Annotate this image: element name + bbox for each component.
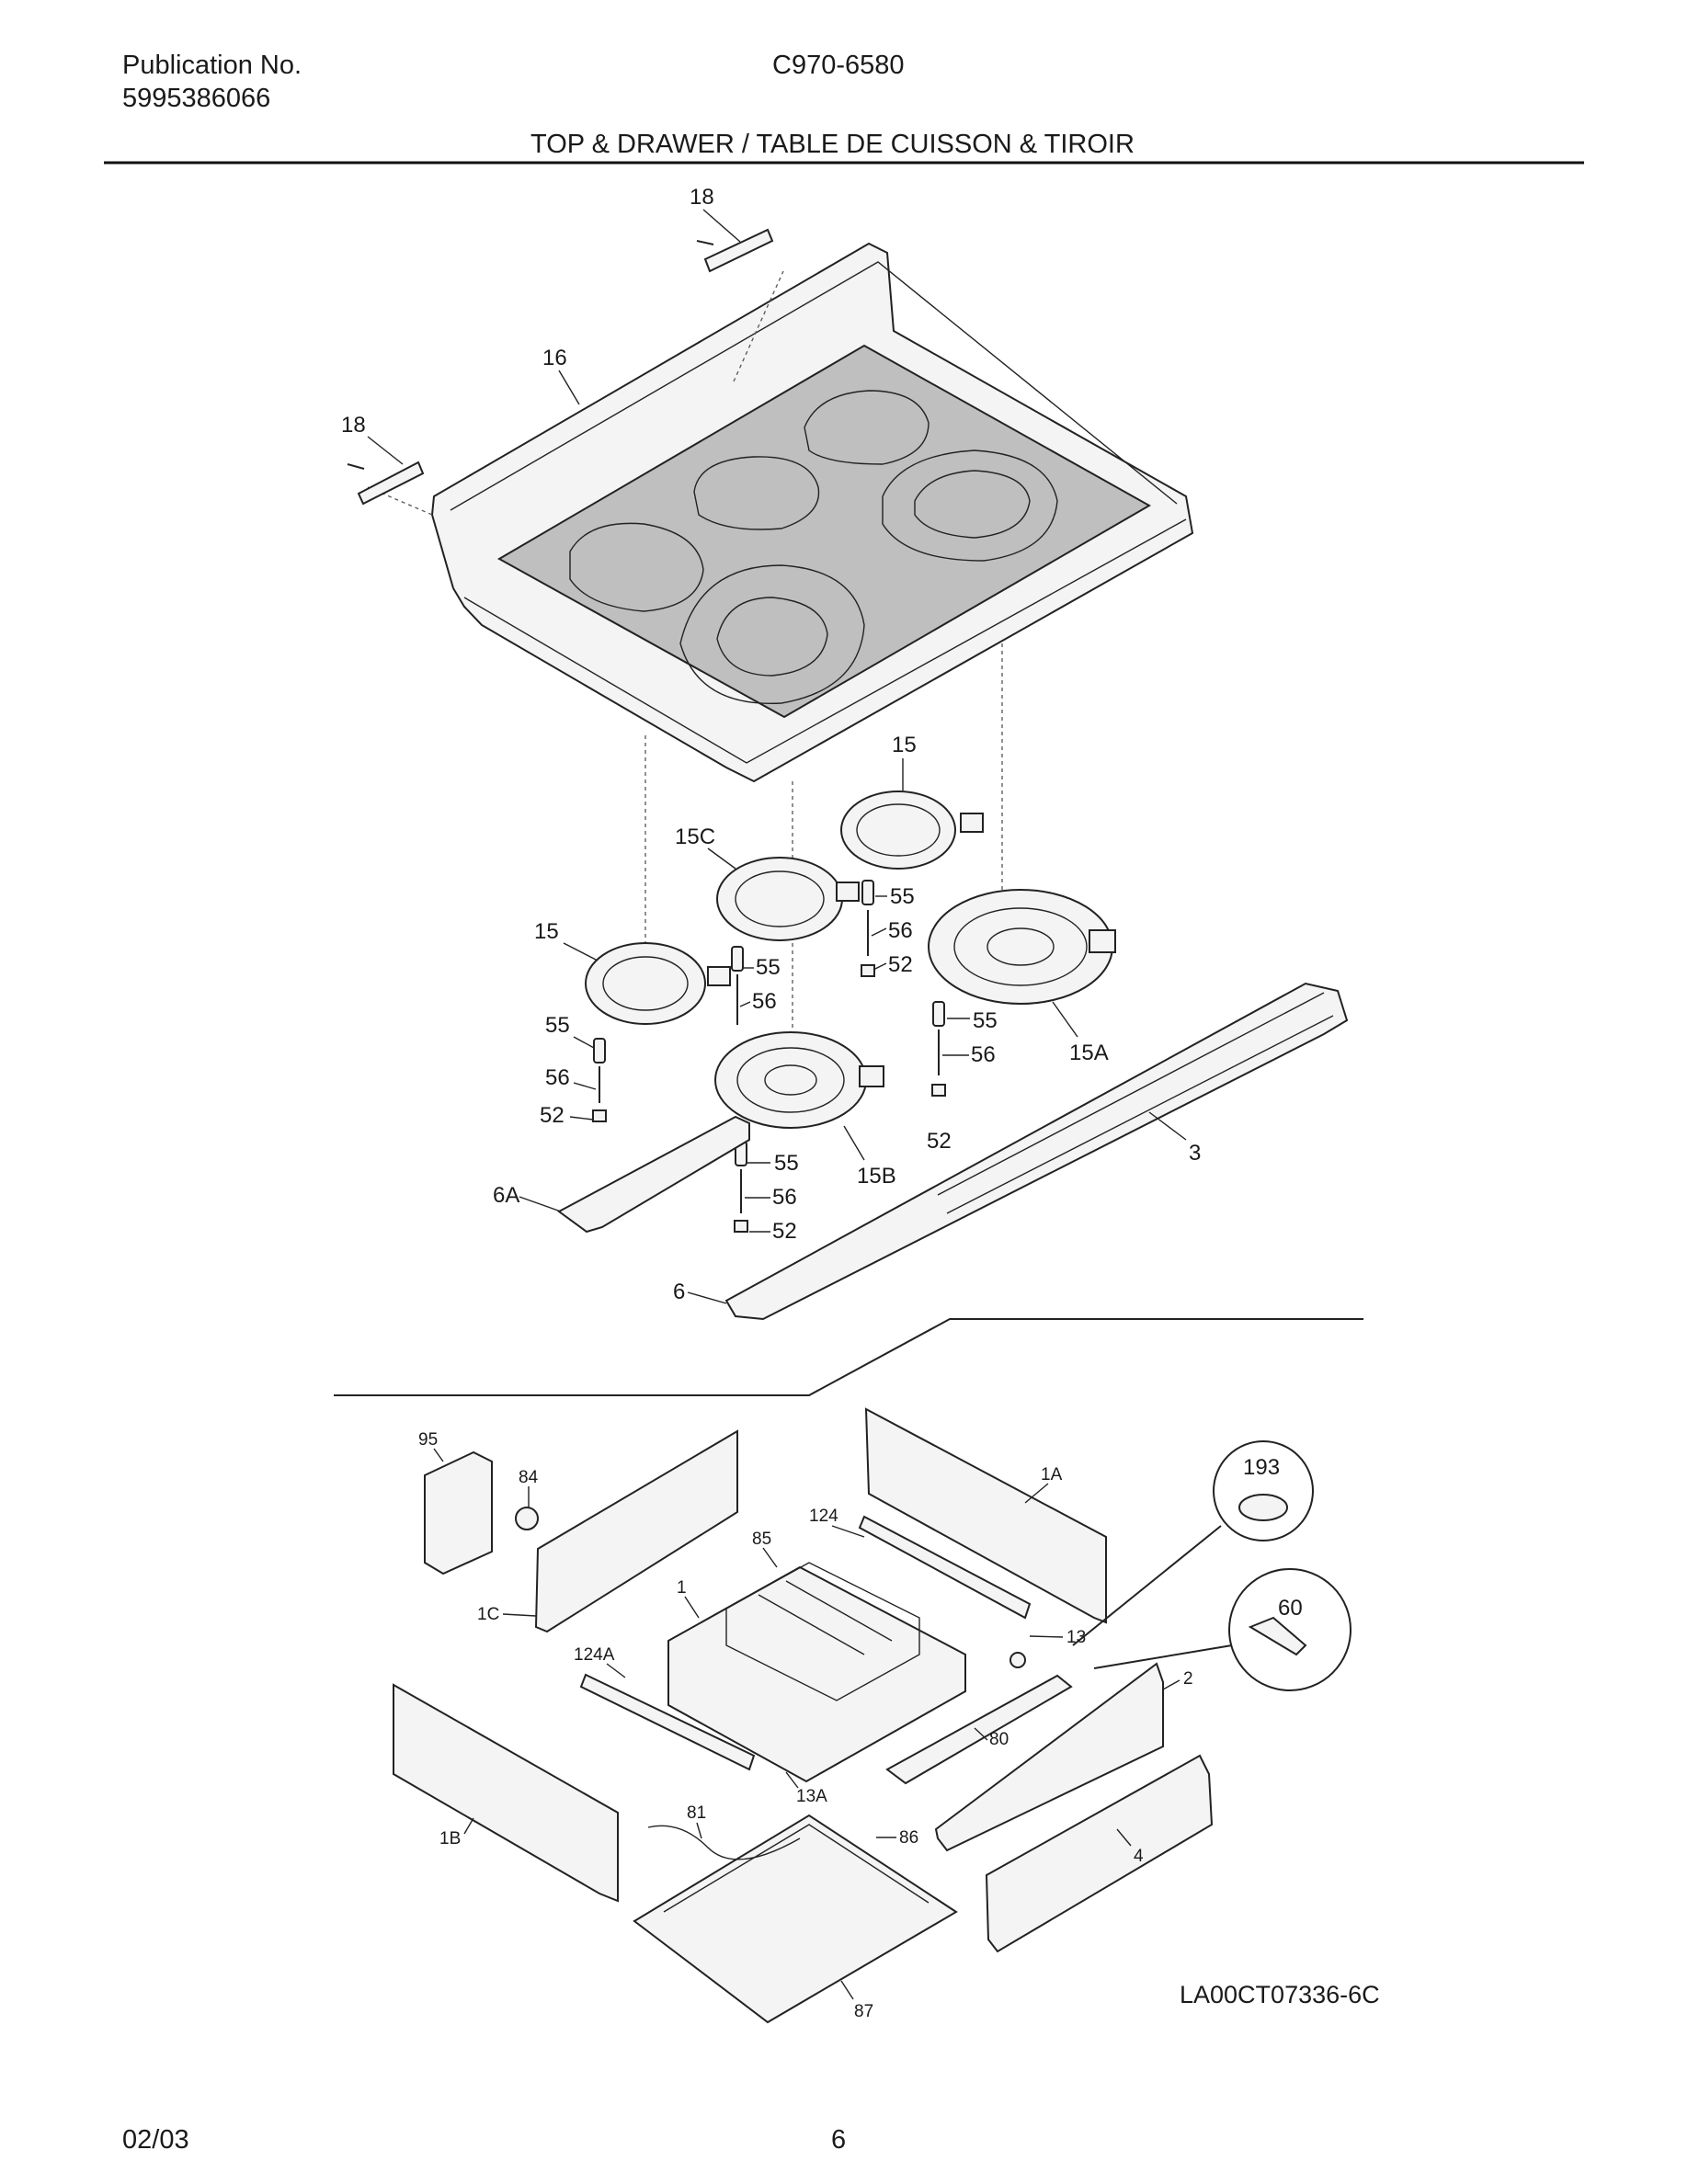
drawing-code: LA00CT07336-6C [1180,1981,1380,2008]
page-title: TOP & DRAWER / TABLE DE CUISSON & TIROIR [530,130,1135,159]
section-divider [334,1318,1363,1396]
callout-80: 80 [989,1730,1009,1749]
model-number: C970-6580 [772,51,905,80]
callout-18-left: 18 [341,413,366,438]
callout-193: 193 [1243,1455,1280,1480]
callout-56-a: 56 [888,918,913,943]
callout-1c: 1C [477,1605,499,1624]
callout-52-a: 52 [888,952,913,977]
callout-15-left: 15 [534,919,559,944]
callout-16: 16 [542,346,567,370]
rail-6-and-3 [724,982,1349,1321]
glass-burner-marks [569,390,1058,705]
detail-60 [1093,1568,1352,1691]
bumper-193-installed [1009,1652,1026,1668]
callout-52-c: 52 [540,1103,565,1128]
callout-56-b: 56 [752,989,777,1014]
callout-56-d: 56 [971,1042,996,1067]
callout-1: 1 [677,1578,687,1598]
bracket-18-left [347,461,425,506]
detail-193 [1072,1440,1314,1646]
publication-number: 5995386066 [122,84,271,113]
callout-84: 84 [519,1468,539,1487]
callout-15b: 15B [857,1164,896,1189]
callout-86: 86 [899,1828,918,1848]
publication-label: Publication No. [122,51,302,80]
callout-55-b: 55 [756,955,781,980]
callout-95: 95 [418,1430,438,1450]
callout-55-a: 55 [890,884,915,909]
surface-element-15-left [585,942,731,1025]
callout-18-top: 18 [690,185,714,210]
callout-labels: 18 16 18 15 15C 15 55 56 52 55 56 55 56 … [341,185,1380,2021]
mounting-hardware [592,880,946,1233]
surface-element-15a [928,889,1116,1005]
callout-87: 87 [854,2002,873,2021]
drawer-assembly [393,1407,1214,2024]
callout-15-rear: 15 [892,733,917,757]
callout-56-c: 56 [545,1065,570,1090]
callout-1b: 1B [439,1829,461,1848]
callout-56-e: 56 [772,1185,797,1210]
callout-55-e: 55 [774,1151,799,1176]
callout-4: 4 [1134,1847,1144,1866]
page-number: 6 [831,2125,847,2155]
callout-15c: 15C [675,825,715,849]
surface-element-15b [714,1031,884,1129]
callout-6a: 6A [493,1183,519,1208]
rail-6a [557,1115,750,1234]
callout-6: 6 [673,1280,685,1304]
surface-element-15-rear [840,791,984,870]
callout-52-d: 52 [927,1129,952,1154]
bracket-18-upper [696,228,774,273]
callout-2: 2 [1183,1669,1193,1689]
callout-124a: 124A [574,1645,615,1665]
callout-1a: 1A [1041,1465,1063,1484]
callout-3: 3 [1189,1141,1201,1166]
callout-124: 124 [809,1507,838,1526]
callout-55-c: 55 [545,1013,570,1038]
surface-element-15c [716,857,860,941]
callout-85: 85 [752,1530,771,1549]
callout-13: 13 [1066,1628,1086,1647]
footer-date: 02/03 [122,2125,189,2155]
callout-81: 81 [687,1803,706,1823]
callout-60: 60 [1278,1596,1303,1621]
callout-52-e: 52 [772,1219,797,1244]
callout-15a: 15A [1069,1041,1109,1065]
cooktop-assembly [367,242,1194,1029]
callout-13a: 13A [796,1787,827,1806]
callout-55-d: 55 [973,1008,998,1033]
